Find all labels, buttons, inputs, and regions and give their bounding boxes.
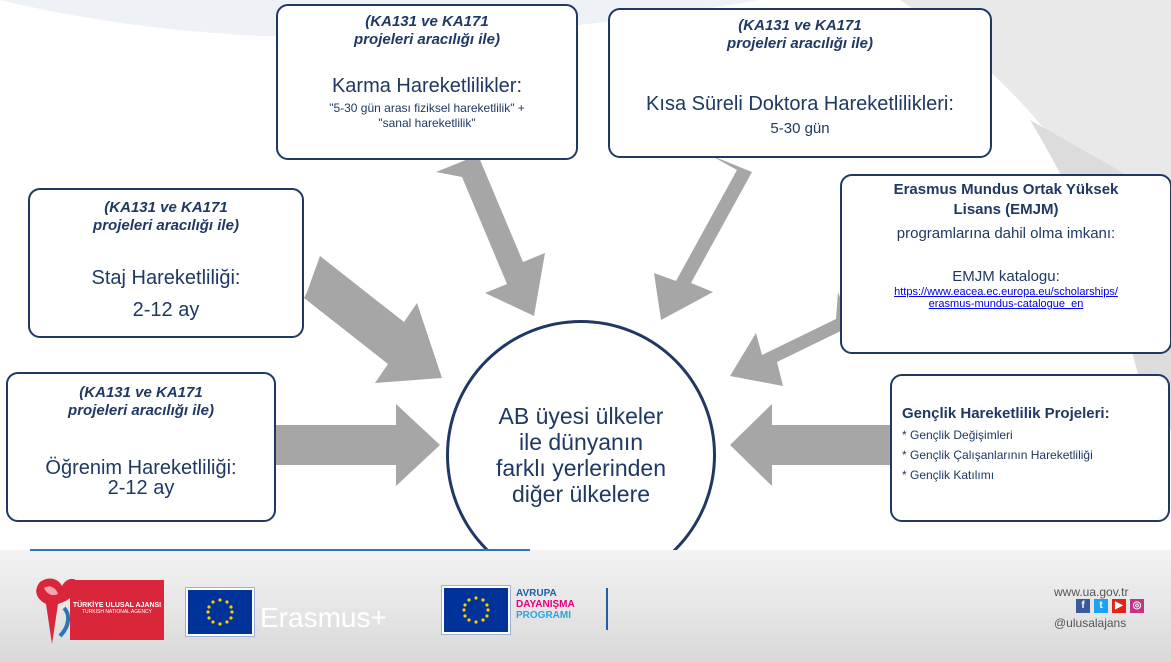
center-line1: AB üyesi ülkeler: [498, 403, 664, 429]
social-icons: f t ▶ ◎: [1076, 599, 1144, 613]
youth-item-3: * Gençlik Katılımı: [902, 468, 995, 482]
arrow-from-youth: [730, 404, 892, 486]
arrow-from-internship: [304, 256, 442, 383]
doctoral-title: Kısa Süreli Doktora Hareketlilikleri:: [646, 93, 954, 115]
box-blended-mobility: (KA131 ve KA171 projeleri aracılığı ile)…: [276, 4, 578, 160]
study-duration: 2-12 ay: [107, 477, 175, 499]
youtube-icon[interactable]: ▶: [1112, 599, 1126, 613]
box-internship-mobility: (KA131 ve KA171 projeleri aracılığı ile)…: [28, 188, 304, 338]
blended-tag-line2: projeleri aracılığı ile): [354, 31, 500, 48]
emjm-catalog-link-line1[interactable]: https://www.eacea.ec.europa.eu/scholarsh…: [894, 286, 1118, 298]
internship-title: Staj Hareketliliği:: [91, 267, 241, 289]
study-tag-line2: projeleri aracılığı ile): [68, 402, 214, 419]
internship-duration: 2-12 ay: [132, 299, 200, 321]
arrow-from-study: [276, 404, 440, 486]
solidarity-line1: AVRUPA: [516, 588, 557, 599]
youth-item-2: * Gençlik Çalışanlarının Hareketliliği: [902, 448, 1093, 462]
youth-list: * Gençlik Değişimleri * Gençlik Çalışanl…: [902, 425, 1168, 485]
website-link[interactable]: www.ua.gov.tr: [1054, 585, 1129, 599]
solidarity-programme-logo[interactable]: AVRUPA DAYANIŞMA PROGRAMI: [442, 586, 612, 636]
social-handle[interactable]: @ulusalajans: [1054, 616, 1127, 630]
agency-logo-icon: [36, 578, 78, 644]
box-doctoral-mobility: (KA131 ve KA171 projeleri aracılığı ile)…: [608, 8, 992, 158]
agency-logo[interactable]: TÜRKİYE ULUSAL AJANSI TURKISH NATIONAL A…: [30, 574, 164, 644]
emjm-desc: programlarına dahil olma imkanı:: [896, 225, 1116, 242]
facebook-icon[interactable]: f: [1076, 599, 1090, 613]
emjm-title-line1: Erasmus Mundus Ortak Yüksek: [893, 181, 1119, 198]
center-line3: farklı yerlerinden: [495, 455, 667, 481]
box-youth-mobility: Gençlik Hareketlilik Projeleri: * Gençli…: [890, 374, 1170, 522]
box-study-mobility: (KA131 ve KA171 projeleri aracılığı ile)…: [6, 372, 276, 522]
erasmus-plus-logo[interactable]: Erasmus+: [186, 588, 416, 638]
footer-divider: [30, 549, 530, 551]
eu-flag-icon: [186, 588, 254, 636]
emjm-catalog-link-line2[interactable]: erasmus-mundus-catalogue_en: [928, 298, 1084, 310]
center-line2: ile dünyanın: [518, 429, 644, 455]
study-title: Öğrenim Hareketliliği:: [45, 457, 237, 479]
twitter-icon[interactable]: t: [1094, 599, 1108, 613]
eu-flag-icon-2: [442, 586, 510, 634]
solidarity-line2: DAYANIŞMA: [516, 599, 575, 610]
internship-tag-line1: (KA131 ve KA171: [104, 199, 228, 216]
agency-name: TÜRKİYE ULUSAL AJANSI: [72, 602, 162, 609]
blended-desc-line1: "5-30 gün arası fiziksel hareketlilik" +: [329, 101, 525, 115]
erasmus-plus-label: Erasmus+: [260, 602, 387, 633]
youth-title: Gençlik Hareketlilik Projeleri:: [902, 405, 1110, 422]
doctoral-tag-line1: (KA131 ve KA171: [738, 17, 862, 34]
emjm-title-line2: Lisans (EMJM): [953, 201, 1059, 218]
doctoral-tag-line2: projeleri aracılığı ile): [727, 35, 873, 52]
arrow-from-emjm: [730, 292, 851, 386]
arrow-from-blended: [436, 155, 545, 316]
doctoral-duration: 5-30 gün: [770, 120, 830, 137]
solidarity-divider: [606, 588, 608, 630]
blended-tag-line1: (KA131 ve KA171: [365, 13, 489, 30]
blended-title: Karma Hareketlilikler:: [331, 75, 523, 97]
box-emjm: Erasmus Mundus Ortak Yüksek Lisans (EMJM…: [840, 174, 1171, 354]
blended-desc-line2: "sanal hareketlilik": [378, 116, 476, 130]
instagram-icon[interactable]: ◎: [1130, 599, 1144, 613]
center-line4: diğer ülkelere: [511, 481, 651, 507]
youth-item-1: * Gençlik Değişimleri: [902, 428, 1013, 442]
agency-name-en: TURKISH NATIONAL AGENCY: [81, 609, 152, 615]
study-tag-line1: (KA131 ve KA171: [79, 384, 203, 401]
solidarity-line3: PROGRAMI: [516, 610, 571, 621]
internship-tag-line2: projeleri aracılığı ile): [93, 217, 239, 234]
emjm-catalog-label[interactable]: EMJM katalogu:: [952, 268, 1060, 285]
arrow-from-doctoral: [654, 155, 752, 320]
